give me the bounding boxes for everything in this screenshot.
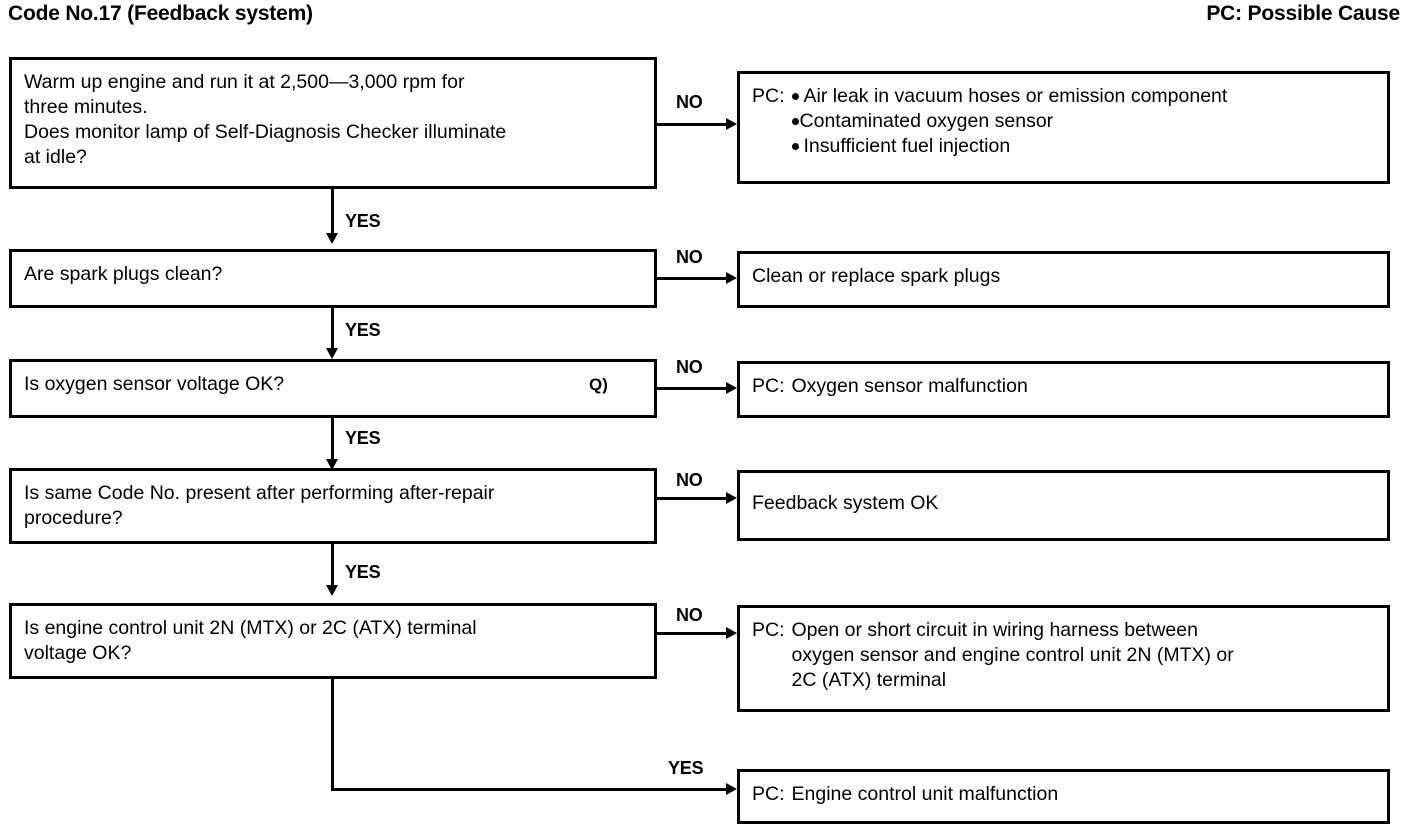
result-1-bullet-3-text: Insufficient fuel injection	[803, 135, 1011, 157]
connector-yes-1	[331, 189, 334, 236]
connector-yes-5-horizontal	[331, 788, 729, 791]
result-box-final: PC: Engine control unit malfunction	[737, 769, 1390, 824]
result-box-5: PC: Open or short circuit in wiring harn…	[737, 605, 1390, 712]
connector-yes-2	[331, 308, 334, 353]
edge-label-yes-1: YES	[345, 211, 381, 231]
result-1-bullet-1: Air leak in vacuum hoses or emission com…	[791, 84, 1228, 109]
decision-3-line-1: Is oxygen sensor voltage OK?	[24, 373, 285, 395]
decision-box-4[interactable]: Is same Code No. present after performin…	[9, 468, 657, 544]
result-box-4: Feedback system OK	[737, 470, 1390, 541]
result-3-prefix: PC:	[752, 375, 785, 397]
result-2-line-1: Clean or replace spark plugs	[752, 265, 1001, 287]
legend-possible-cause: PC: Possible Cause	[1206, 2, 1400, 25]
edge-label-yes-2: YES	[345, 320, 381, 340]
arrowhead-no-4-icon	[726, 492, 737, 504]
result-1-bullet-3: Insufficient fuel injection	[791, 134, 1228, 159]
connector-no-4	[657, 497, 729, 500]
edge-label-yes-4: YES	[345, 562, 381, 582]
decision-1-line-1: Warm up engine and run it at 2,500—3,000…	[24, 71, 465, 93]
edge-label-no-1: NO	[676, 92, 703, 112]
result-5-line-3: 2C (ATX) terminal	[791, 669, 947, 691]
edge-label-yes-final: YES	[668, 758, 704, 778]
result-3-line-1: Oxygen sensor malfunction	[791, 375, 1028, 397]
result-5-line-1: Open or short circuit in wiring harness …	[791, 619, 1198, 641]
arrowhead-no-5-icon	[726, 627, 737, 639]
result-final-line-1: Engine control unit malfunction	[791, 783, 1059, 805]
arrowhead-yes-4-icon	[326, 585, 338, 596]
edge-label-no-3: NO	[676, 357, 703, 377]
scan-artifact-mark: Q)	[589, 375, 608, 394]
arrowhead-yes-1-icon	[326, 233, 338, 244]
page-title: Code No.17 (Feedback system)	[8, 2, 313, 25]
connector-yes-5-vertical	[331, 679, 334, 791]
decision-box-2[interactable]: Are spark plugs clean?	[9, 249, 657, 308]
decision-1-line-2: three minutes.	[24, 96, 148, 118]
result-5-prefix: PC:	[752, 619, 785, 641]
result-1-bullet-1-text: Air leak in vacuum hoses or emission com…	[803, 85, 1228, 107]
result-5-line-2: oxygen sensor and engine control unit 2N…	[791, 644, 1234, 666]
result-1-prefix: PC:	[752, 85, 785, 107]
connector-yes-3	[331, 418, 334, 464]
decision-box-5[interactable]: Is engine control unit 2N (MTX) or 2C (A…	[9, 603, 657, 679]
result-1-bullet-2: Contaminated oxygen sensor	[791, 109, 1228, 134]
result-final-prefix: PC:	[752, 783, 785, 805]
decision-5-line-2: voltage OK?	[24, 642, 132, 664]
decision-box-1[interactable]: Warm up engine and run it at 2,500—3,000…	[9, 57, 657, 189]
connector-no-3	[657, 387, 729, 390]
bullet-dot-icon	[791, 143, 799, 150]
connector-no-5	[657, 632, 729, 635]
edge-label-no-2: NO	[676, 247, 703, 267]
decision-box-3[interactable]: Is oxygen sensor voltage OK?	[9, 359, 657, 418]
arrowhead-no-3-icon	[726, 382, 737, 394]
decision-1-line-3: Does monitor lamp of Self-Diagnosis Chec…	[24, 121, 507, 143]
arrowhead-no-1-icon	[726, 118, 737, 130]
edge-label-yes-3: YES	[345, 428, 381, 448]
bullet-dot-icon	[791, 93, 799, 100]
arrowhead-yes-3-icon	[326, 459, 338, 470]
bullet-dot-icon	[791, 118, 799, 125]
decision-1-line-4: at idle?	[24, 146, 87, 168]
connector-yes-4	[331, 544, 334, 590]
arrowhead-yes-5-icon	[726, 783, 737, 795]
result-4-line-1: Feedback system OK	[752, 492, 939, 514]
decision-5-line-1: Is engine control unit 2N (MTX) or 2C (A…	[24, 617, 477, 639]
arrowhead-yes-2-icon	[326, 348, 338, 359]
decision-4-line-1: Is same Code No. present after performin…	[24, 482, 495, 504]
decision-4-line-2: procedure?	[24, 507, 123, 529]
result-box-2: Clean or replace spark plugs	[737, 251, 1390, 308]
connector-no-2	[657, 277, 729, 280]
decision-2-line-1: Are spark plugs clean?	[24, 263, 223, 285]
edge-label-no-5: NO	[676, 605, 703, 625]
arrowhead-no-2-icon	[726, 272, 737, 284]
result-1-bullet-2-text: Contaminated oxygen sensor	[799, 110, 1054, 132]
result-box-1: PC: Air leak in vacuum hoses or emission…	[737, 71, 1390, 184]
edge-label-no-4: NO	[676, 470, 703, 490]
result-box-3: PC: Oxygen sensor malfunction	[737, 361, 1390, 418]
connector-no-1	[657, 123, 729, 126]
